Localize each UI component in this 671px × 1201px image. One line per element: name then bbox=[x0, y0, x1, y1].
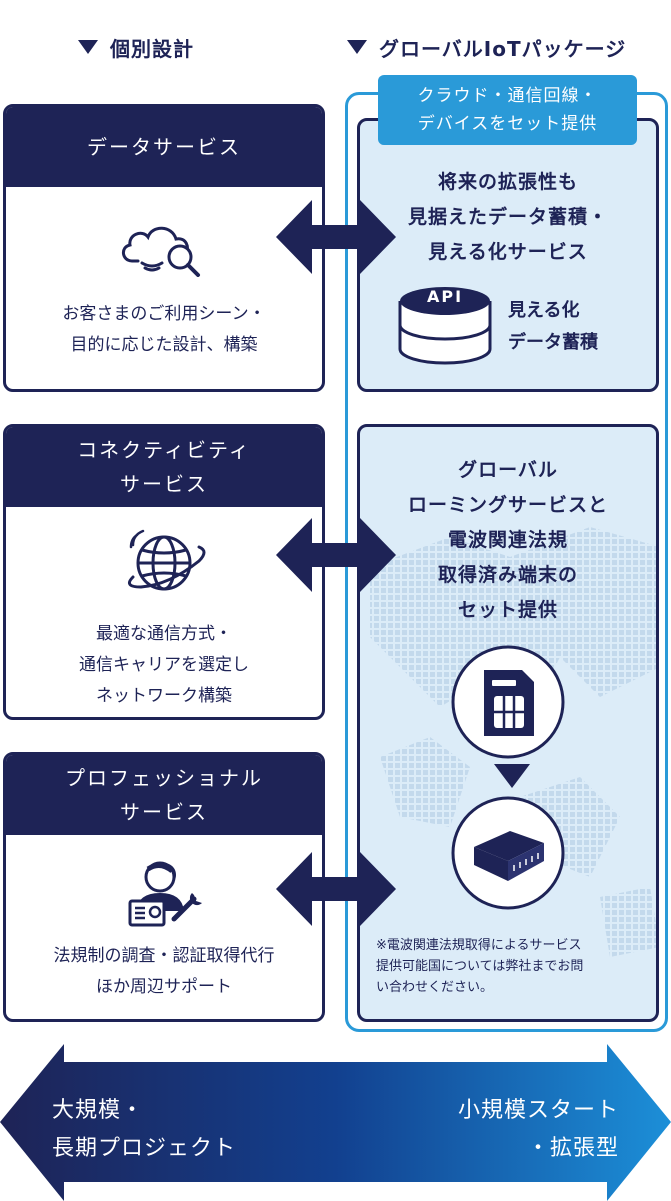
api-label: API bbox=[426, 287, 464, 306]
title-line: 将来の拡張性も bbox=[437, 171, 578, 193]
small-start-line: ・拡張型 bbox=[526, 1136, 619, 1161]
desc-line: 通信キャリアを選定し bbox=[79, 655, 249, 675]
large-scale-line: 長期プロジェクト bbox=[52, 1136, 237, 1161]
data-service-title: データサービス bbox=[6, 107, 322, 187]
large-scale-line: 大規模・ bbox=[52, 1098, 145, 1123]
scale-arrow bbox=[0, 1044, 671, 1201]
globe-orbit-icon bbox=[6, 521, 322, 601]
triangle-down-icon bbox=[78, 40, 98, 54]
custom-design-header: 個別設計 bbox=[78, 30, 194, 64]
title-line: グローバル bbox=[458, 459, 558, 481]
data-service-title-text: データサービス bbox=[87, 135, 241, 159]
title-line: コネクティビティ bbox=[77, 438, 251, 462]
double-arrow-connectivity bbox=[276, 518, 396, 592]
note-line: い合わせください。 bbox=[376, 980, 494, 995]
professional-service-description: 法規制の調査・認証取得代行 ほか周辺サポート bbox=[6, 941, 322, 1003]
global-roaming-panel: グローバル ローミングサービスと 電波関連法規 取得済み端末の セット提供 bbox=[357, 424, 659, 1022]
data-service-description: お客さまのご利用シーン・ 目的に応じた設計、構築 bbox=[6, 299, 322, 361]
connectivity-service-card: コネクティビティ サービス 最適な通信方式・ 通信キャリアを選定し ネットワーク… bbox=[3, 424, 325, 720]
double-arrow-data bbox=[276, 200, 396, 274]
double-arrow-professional bbox=[276, 852, 396, 926]
side-line: 見える化 bbox=[508, 300, 580, 321]
consultant-icon bbox=[6, 849, 322, 929]
availability-note: ※電波関連法規取得によるサービス 提供可能国については弊社までお問 い合わせくだ… bbox=[376, 935, 656, 998]
title-line: ローミングサービスと bbox=[407, 494, 608, 516]
small-start-line: 小規模スタート bbox=[457, 1098, 619, 1123]
connectivity-service-title: コネクティビティ サービス bbox=[6, 427, 322, 507]
package-badge: クラウド・通信回線・ デバイスをセット提供 bbox=[378, 75, 637, 145]
data-panel-title: 将来の拡張性も 見据えたデータ蓄積・ 見える化サービス bbox=[360, 165, 656, 270]
note-line: 提供可能国については弊社までお問 bbox=[376, 959, 584, 974]
desc-line: 目的に応じた設計、構築 bbox=[70, 335, 258, 355]
iot-device-icon bbox=[450, 795, 566, 911]
data-panel-side-label: 見える化 データ蓄積 bbox=[508, 295, 598, 359]
large-scale-label: 大規模・ 長期プロジェクト bbox=[52, 1092, 236, 1168]
data-service-card: データサービス お客さまのご利用シーン・ 目的に応じた設計、構築 bbox=[3, 104, 325, 392]
roaming-panel-title: グローバル ローミングサービスと 電波関連法規 取得済み端末の セット提供 bbox=[360, 453, 656, 628]
title-line: 見据えたデータ蓄積・ bbox=[407, 206, 608, 228]
professional-service-title: プロフェッショナル サービス bbox=[6, 755, 322, 835]
database-icon: API bbox=[396, 283, 494, 367]
title-line: 取得済み端末の bbox=[437, 564, 578, 586]
triangle-down-icon bbox=[494, 764, 530, 788]
professional-service-card: プロフェッショナル サービス 法規制の調査・認証取得代行 ほか周辺サポート bbox=[3, 752, 325, 1022]
side-line: データ蓄積 bbox=[508, 332, 598, 353]
iot-package-label: グローバルIoTパッケージ bbox=[379, 36, 627, 61]
iot-package-header: グローバルIoTパッケージ bbox=[347, 30, 626, 64]
cloud-search-icon bbox=[6, 217, 322, 277]
title-line: プロフェッショナル bbox=[65, 766, 263, 790]
small-start-label: 小規模スタート ・拡張型 bbox=[458, 1092, 619, 1168]
title-line: サービス bbox=[120, 472, 208, 496]
title-line: セット提供 bbox=[457, 599, 558, 621]
note-line: ※電波関連法規取得によるサービス bbox=[376, 938, 582, 953]
connectivity-service-description: 最適な通信方式・ 通信キャリアを選定し ネットワーク構築 bbox=[6, 619, 322, 712]
desc-line: ネットワーク構築 bbox=[96, 686, 232, 706]
desc-line: 法規制の調査・認証取得代行 bbox=[53, 946, 275, 966]
title-line: 電波関連法規 bbox=[447, 529, 568, 551]
desc-line: お客さまのご利用シーン・ bbox=[62, 304, 266, 324]
data-visualization-panel: 将来の拡張性も 見据えたデータ蓄積・ 見える化サービス API 見える化 データ… bbox=[357, 118, 659, 392]
sim-card-icon bbox=[450, 644, 566, 760]
custom-design-label: 個別設計 bbox=[110, 36, 194, 61]
title-line: 見える化サービス bbox=[428, 241, 588, 263]
badge-line: デバイスをセット提供 bbox=[417, 114, 598, 134]
badge-line: クラウド・通信回線・ bbox=[417, 86, 598, 106]
world-map-background bbox=[370, 527, 656, 957]
desc-line: ほか周辺サポート bbox=[96, 977, 232, 997]
triangle-down-icon bbox=[347, 40, 367, 54]
title-line: サービス bbox=[120, 800, 208, 824]
desc-line: 最適な通信方式・ bbox=[96, 624, 232, 644]
